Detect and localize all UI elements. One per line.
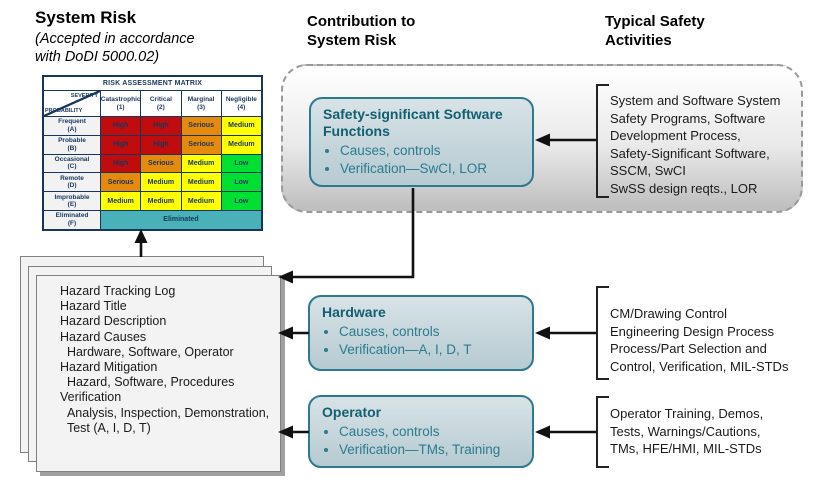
hazard-log-page-front (36, 275, 281, 472)
matrix-cell: Low (221, 154, 261, 173)
matrix-cell: Medium (101, 192, 141, 210)
bullet-item: Causes, controls (340, 142, 520, 160)
matrix-row-label: Probable (B) (44, 135, 100, 154)
hardware-box: Hardware Causes, controls Verification—A… (308, 295, 534, 371)
operator-activities-bracket (596, 396, 609, 468)
matrix-col-header: Negligible (4) (221, 91, 261, 116)
matrix-col-header: Marginal (3) (181, 91, 221, 116)
software-functions-bullet-list: Causes, controls Verification—SwCI, LOR (323, 142, 520, 177)
operator-box: Operator Causes, controls Verification—T… (308, 395, 534, 468)
matrix-cell: Serious (181, 117, 221, 135)
hardware-bullet-list: Causes, controls Verification—A, I, D, T (322, 323, 520, 358)
contribution-heading: Contribution to System Risk (307, 13, 416, 49)
bullet-item: Verification—A, I, D, T (339, 341, 520, 359)
matrix-row-label: Improbable (E) (44, 192, 100, 210)
matrix-cell: Medium (221, 135, 261, 154)
bullet-item: Causes, controls (339, 423, 520, 441)
matrix-col-header: Catastrophic (1) (101, 91, 141, 116)
operator-box-title: Operator (322, 404, 382, 420)
system-risk-heading: System Risk (35, 8, 137, 27)
risk-matrix-title: RISK ASSESSMENT MATRIX (44, 77, 261, 90)
hardware-box-title: Hardware (322, 304, 386, 320)
matrix-cell: Medium (181, 173, 221, 192)
matrix-cell: High (101, 117, 141, 135)
bullet-item: Verification—SwCI, LOR (340, 160, 520, 178)
matrix-axis-probability: PROBABILITY (45, 108, 83, 114)
hardware-activities-bracket (596, 286, 609, 380)
software-activities-bracket (596, 84, 609, 198)
matrix-cell: Serious (101, 173, 141, 192)
matrix-row-label: Occasional (C) (44, 154, 100, 173)
hazard-log-text: Hazard Tracking Log Hazard Title Hazard … (60, 284, 270, 435)
arrow-operator-box-to-stack (278, 425, 309, 439)
software-activities-text: System and Software System Safety Progra… (610, 93, 781, 196)
arrow-activities-to-operator-box (535, 425, 596, 439)
matrix-axis-cell: SEVERITY PROBABILITY (44, 91, 100, 116)
matrix-cell: Medium (181, 192, 221, 210)
matrix-cell: High (141, 117, 181, 135)
matrix-row-label: Frequent (A) (44, 117, 100, 135)
operator-bullet-list: Causes, controls Verification—TMs, Train… (322, 423, 520, 458)
matrix-cell: Medium (141, 192, 181, 210)
matrix-cell: Medium (181, 154, 221, 173)
arrow-stack-to-matrix (134, 229, 148, 257)
software-functions-box: Safety-significant Software Functions Ca… (309, 97, 534, 187)
matrix-row-label: Remote (D) (44, 173, 100, 192)
bullet-item: Verification—TMs, Training (339, 441, 520, 459)
software-functions-box-title: Safety-significant Software Functions (323, 106, 503, 139)
matrix-cell: High (141, 135, 181, 154)
matrix-cell: Serious (141, 154, 181, 173)
arrow-activities-to-hardware-box (535, 326, 596, 340)
matrix-eliminated-cell: Eliminated (101, 210, 261, 229)
matrix-col-header: Critical (2) (141, 91, 181, 116)
bullet-item: Causes, controls (339, 323, 520, 341)
matrix-row-label: Eliminated (F) (44, 210, 100, 229)
matrix-cell: High (101, 154, 141, 173)
arrow-hardware-box-to-stack (278, 326, 309, 340)
matrix-cell: Low (221, 192, 261, 210)
matrix-cell: Medium (141, 173, 181, 192)
matrix-cell: Medium (221, 117, 261, 135)
matrix-cell: High (101, 135, 141, 154)
matrix-cell: Low (221, 173, 261, 192)
matrix-cell: Serious (181, 135, 221, 154)
risk-matrix-grid: RISK ASSESSMENT MATRIX SEVERITY PROBABIL… (42, 75, 263, 231)
activities-heading: Typical Safety Activities (605, 13, 705, 49)
hardware-activities-text: CM/Drawing Control Engineering Design Pr… (610, 306, 789, 374)
matrix-axis-severity: SEVERITY (70, 93, 98, 99)
system-risk-subheading: (Accepted in accordance with DoDI 5000.0… (35, 31, 195, 65)
operator-activities-text: Operator Training, Demos, Tests, Warning… (610, 406, 764, 456)
